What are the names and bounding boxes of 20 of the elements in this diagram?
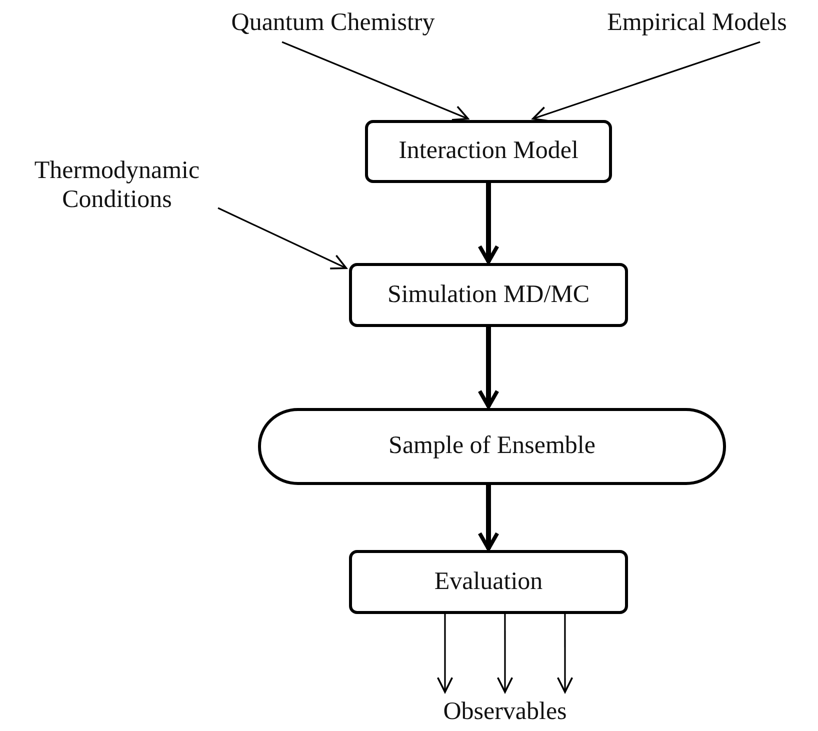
- process-box: [365, 120, 612, 183]
- arrow: [496, 614, 514, 693]
- node-label: Evaluation: [434, 568, 543, 596]
- node-label: Sample of Ensemble: [388, 432, 596, 461]
- arrow: [282, 41, 469, 121]
- process-box: [349, 550, 628, 614]
- arrow: [556, 614, 574, 693]
- arrow: [436, 614, 454, 693]
- node-label: Interaction Model: [398, 137, 578, 166]
- arrow: [478, 485, 500, 551]
- arrow: [478, 327, 500, 408]
- node-label: Simulation MD/MC: [387, 280, 590, 310]
- source-label: Quantum Chemistry: [196, 6, 470, 40]
- arrow: [478, 183, 500, 264]
- process-box: [349, 263, 628, 327]
- source-label: Empirical Models: [578, 6, 816, 40]
- arrow: [218, 207, 348, 270]
- arrow: [532, 41, 760, 122]
- input-label: Thermodynamic Conditions: [4, 155, 230, 217]
- output-label: Observables: [420, 696, 590, 729]
